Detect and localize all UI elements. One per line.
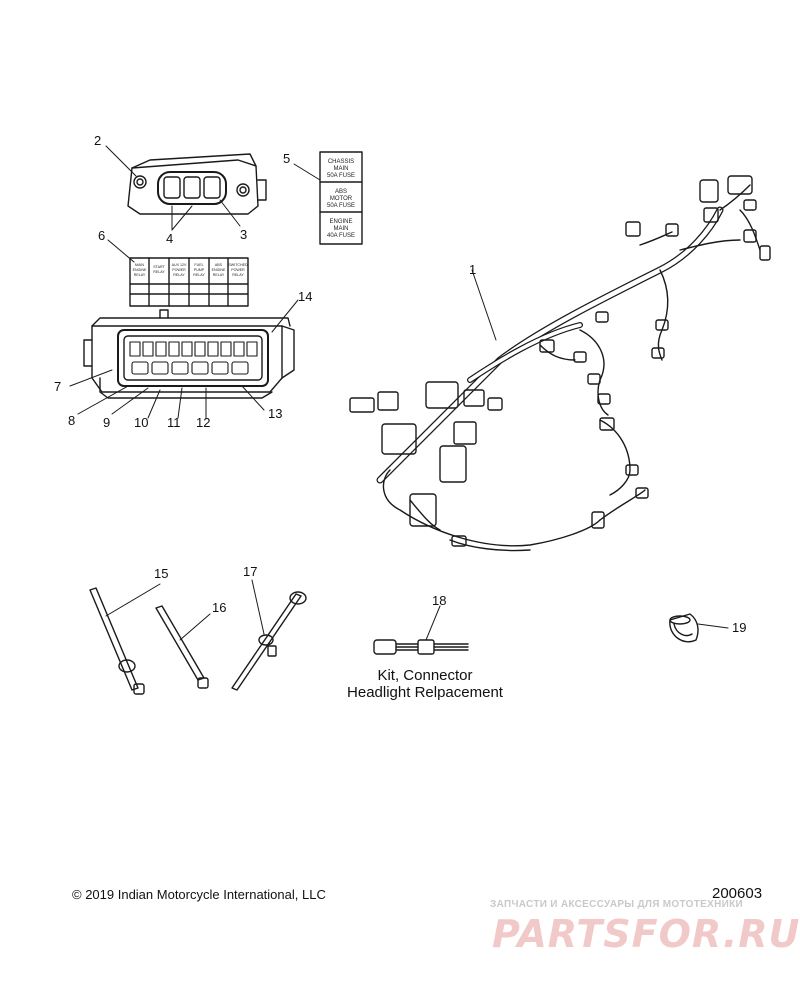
fuse-row-1-line-2: MAIN [334,166,349,172]
callout-6: 6 [98,228,106,243]
callout-11: 11 [167,415,181,430]
watermark-tagline: ЗАПЧАСТИ И АКСЕССУАРЫ ДЛЯ МОТОТЕХНИКИ [490,899,743,910]
callout-17: 17 [243,564,258,579]
relay-label-part-6 [129,257,249,307]
relay-col-1-line-1: MAIN [135,263,144,267]
cable-tie-part-15 [89,587,145,695]
fuse-row-2-line-1: ABS [335,189,347,195]
copyright-text: © 2019 Indian Motorcycle International, … [72,887,326,902]
relay-col-2-line-1: START [153,265,165,269]
fuse-label-part-5 [319,151,363,245]
fuse-row-2-line-3: 50A FUSE [327,203,355,209]
callout-13: 13 [268,406,283,421]
relay-col-2-line-2: RELAY [153,270,165,274]
relay-col-3-line-2: POWER [172,268,186,272]
relay-col-4-line-2: PUMP [194,268,205,272]
callout-4: 4 [166,231,174,246]
callout-7: 7 [54,379,62,394]
clamp-part-19 [669,613,699,643]
callout-3: 3 [240,227,248,242]
callout-9: 9 [103,415,111,430]
fuse-label-text: CHASSIS MAIN 50A FUSE ABS MOTOR 50A FUSE… [327,159,355,239]
kit-caption-line-1: Kit, Connector [377,667,473,684]
relay-col-5-line-1: ABS [215,263,223,267]
fuse-row-2-line-2: MOTOR [330,196,353,202]
fuse-row-3-line-3: 40A FUSE [327,233,355,239]
callout-15: 15 [154,566,169,581]
power-distribution-module [83,309,295,399]
callout-1: 1 [469,262,477,277]
callout-14: 14 [298,289,313,304]
fuse-row-3-line-2: MAIN [334,226,349,232]
relay-col-1-line-3: RELAY [134,273,146,277]
cable-tie-part-17 [231,591,307,691]
relay-col-3-line-1: AUX 12V [172,263,187,267]
relay-label-text: MAIN ENGINE RELAY START RELAY AUX 12V PO… [133,263,248,277]
kit-caption: Kit, Connector Headlight Relpacement [320,667,530,701]
diagram-id: 200603 [712,885,763,902]
relay-col-6-line-1: SWITCHED [228,263,248,267]
relay-col-5-line-3: RELAY [213,273,225,277]
relay-col-5-line-2: ENGINE [212,268,226,272]
connector-kit-part-18 [373,639,469,655]
relay-col-6-line-2: POWER [231,268,245,272]
wiring-harness-part-1 [349,175,771,552]
fuse-holder-part-2 [127,153,267,215]
callout-12: 12 [196,415,211,430]
relay-col-3-line-3: RELAY [173,273,185,277]
callout-18: 18 [432,593,447,608]
leader-lines [69,145,729,641]
relay-col-4-line-3: RELAY [193,273,205,277]
relay-col-6-line-3: RELAY [232,273,244,277]
relay-col-1-line-2: ENGINE [133,268,147,272]
callout-19: 19 [732,620,747,635]
fuse-row-1-line-1: CHASSIS [328,159,354,165]
callout-8: 8 [68,413,76,428]
fuse-row-3-line-1: ENGINE [329,219,352,225]
kit-caption-line-2: Headlight Relpacement [347,684,503,701]
cable-tie-part-16 [155,605,209,689]
watermark-logo: PARTSFOR.RU [492,912,800,956]
callout-5: 5 [283,151,291,166]
callout-16: 16 [212,600,227,615]
callout-10: 10 [134,415,149,430]
callout-2: 2 [94,133,102,148]
fuse-row-1-line-3: 50A FUSE [327,173,355,179]
relay-col-4-line-1: FUEL [194,263,203,267]
